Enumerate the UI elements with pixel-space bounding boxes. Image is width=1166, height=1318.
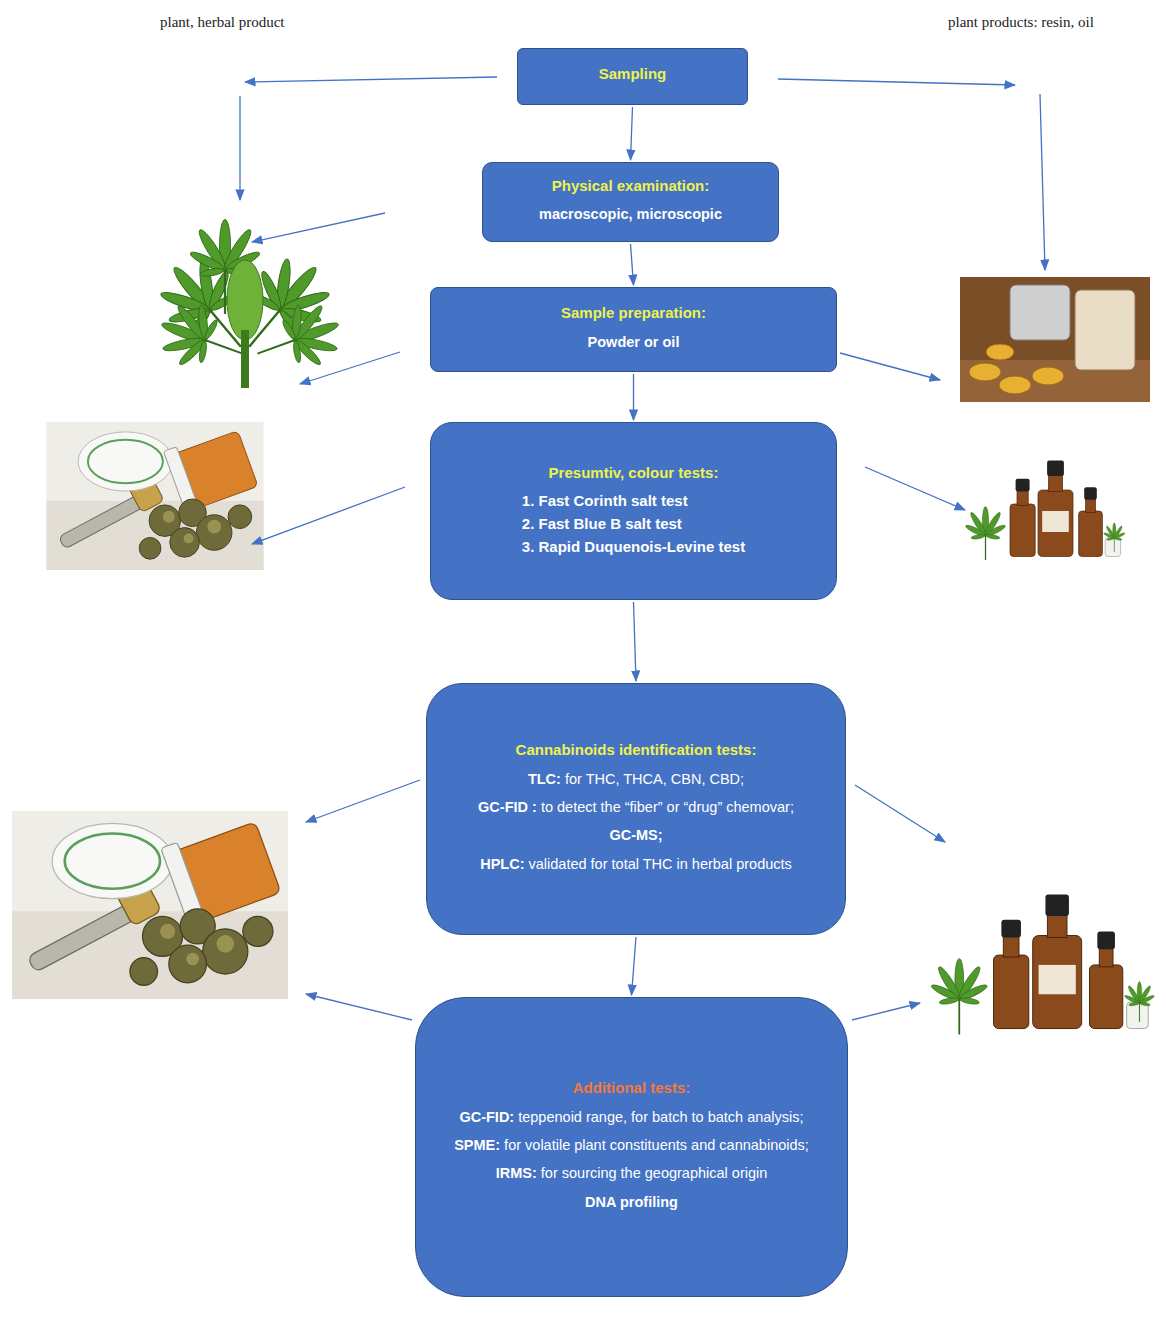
method-use: for sourcing the geographical origin [537, 1165, 768, 1181]
method-name: HPLC: [480, 856, 524, 872]
box-text: SPME: for volatile plant constituents an… [454, 1136, 809, 1154]
method-use: for volatile plant constituents and cann… [500, 1137, 809, 1153]
method-use: validated for total THC in herbal produc… [524, 856, 791, 872]
box-heading: Additional tests: [573, 1079, 691, 1098]
method-use: teppenoid range, for batch to batch anal… [514, 1109, 803, 1125]
method-use: to detect the “fiber” or “drug” chemovar… [537, 799, 794, 815]
list-item: 1. Fast Corinth salt test [522, 492, 745, 511]
box-text: TLC: for THC, THCA, CBN, CBD; [528, 770, 744, 788]
box-text: HPLC: validated for total THC in herbal … [480, 855, 792, 873]
oil-bottles-photo [930, 894, 1155, 1034]
side-arrows [240, 77, 1045, 1020]
box-text: GC-FID : to detect the “fiber” or “drug”… [478, 798, 794, 816]
flow-arrow [633, 374, 634, 420]
flow-arrow [631, 244, 634, 285]
box-text: DNA profiling [585, 1193, 678, 1211]
box-heading: Presumtiv, colour tests: [549, 464, 719, 483]
flow-arrow [631, 107, 633, 160]
box-heading: Physical examination: [552, 177, 710, 196]
method-use: for THC, THCA, CBN, CBD; [561, 771, 744, 787]
box-text: GC-MS; [609, 826, 662, 844]
process-box: Sampling [517, 48, 748, 105]
medical-cannabis-photo [46, 422, 263, 570]
method-name: GC-FID : [478, 799, 537, 815]
method-name: IRMS: [496, 1165, 537, 1181]
list-item: 3. Rapid Duquenois-Levine test [522, 538, 745, 557]
oil-bottles-photo [965, 461, 1126, 561]
oil-capsules-photo [960, 277, 1150, 402]
method-name: SPME: [454, 1137, 500, 1153]
process-box: Cannabinoids identification tests: TLC: f… [426, 683, 846, 935]
cannabis-plant [144, 219, 350, 388]
box-text: Powder or oil [588, 333, 680, 351]
method-name: GC-FID: [459, 1109, 514, 1125]
box-heading: Sampling [599, 65, 667, 84]
process-box: Physical examination: macroscopic, micros… [482, 162, 779, 242]
process-box: Additional tests: GC-FID: teppenoid range… [415, 997, 848, 1297]
medical-cannabis-photo [12, 811, 288, 999]
method-name: TLC: [528, 771, 561, 787]
box-text: GC-FID: teppenoid range, for batch to ba… [459, 1108, 803, 1126]
box-heading: Sample preparation: [561, 304, 706, 323]
process-box: Presumtiv, colour tests: 1. Fast Corinth … [430, 422, 837, 600]
flow-arrow [634, 602, 637, 681]
box-text: IRMS: for sourcing the geographical orig… [496, 1164, 768, 1182]
flow-arrow [632, 937, 637, 995]
test-list: 1. Fast Corinth salt test 2. Fast Blue B … [522, 488, 745, 560]
box-text: macroscopic, microscopic [539, 205, 722, 223]
column-label: plant products: resin, oil [948, 14, 1094, 31]
process-box: Sample preparation: Powder or oil [430, 287, 837, 372]
list-item: 2. Fast Blue B salt test [522, 515, 745, 534]
column-label: plant, herbal product [160, 14, 285, 31]
box-heading: Cannabinoids identification tests: [516, 741, 757, 760]
